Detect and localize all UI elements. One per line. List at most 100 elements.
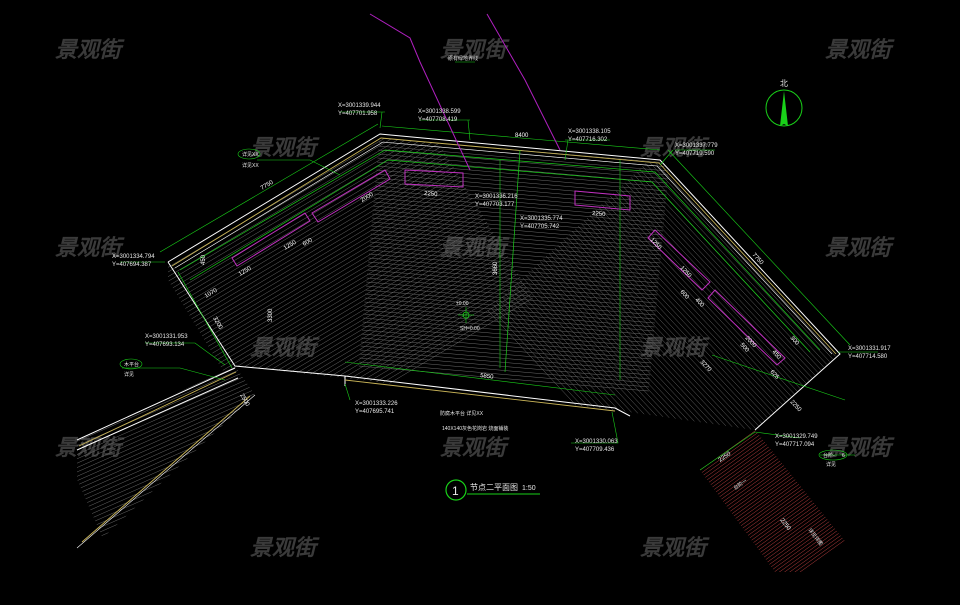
dim-right-lower-2: 2250	[789, 399, 803, 413]
title-text: 节点二平面图	[470, 483, 518, 492]
bottom-note: 详见详图	[806, 527, 824, 547]
watermark: 景观街	[55, 236, 125, 261]
tag-bottom: 详见	[124, 371, 134, 378]
bench-left-1	[231, 212, 311, 267]
dim-center-vertical: 3660	[493, 261, 499, 275]
watermark: 景观街	[55, 38, 125, 63]
coordinate-x: X=3001329.749	[775, 434, 818, 440]
coordinate-x: X=3001338.105	[568, 129, 611, 135]
dim-left-depth: 3300	[268, 308, 274, 322]
dim-top-bench-left: 2250	[424, 191, 438, 198]
center-mark: SH=0.00	[460, 326, 480, 332]
watermark: 景观街	[250, 136, 320, 161]
watermark: 景观街	[640, 336, 710, 361]
bench-right-1	[647, 229, 711, 291]
wood-note: 防腐木平台 详见XX	[440, 410, 484, 417]
coordinate-x: X=3001334.794	[112, 254, 155, 260]
coordinate-y: Y=407703.177	[475, 202, 515, 208]
callout-tag: 台阶- 详见 6	[818, 449, 848, 468]
coordinate-y: Y=407717.094	[775, 442, 815, 448]
dimension-lines	[159, 123, 851, 471]
dim-top-bench-right: 2250	[592, 211, 606, 218]
watermark: 景观街	[825, 38, 895, 63]
watermark: 景观街	[440, 38, 510, 63]
dim-small-3: 450	[771, 349, 783, 361]
coordinate-labels: X=3001339.944 Y=407701.958 X=3001338.599…	[112, 103, 891, 453]
coordinate-x: X=3001335.774	[520, 216, 563, 222]
dim-small-6: 300	[789, 335, 801, 347]
title-number: 1	[452, 484, 459, 498]
tag-number: 6	[842, 453, 845, 459]
coordinate-x: X=3001338.599	[418, 109, 461, 115]
watermark-layer: 景观街 景观街 景观街 景观街 景观街 景观街 景观街 景观街 景观街 景观街 …	[55, 38, 895, 561]
dim-small-1: 450	[201, 254, 207, 265]
watermark: 景观街	[640, 536, 710, 561]
coordinate-y: Y=407694.387	[112, 262, 152, 268]
coordinate-y: Y=407709.436	[575, 447, 615, 453]
watermark: 景观街	[440, 436, 510, 461]
coordinate-y: Y=407714.580	[848, 354, 888, 360]
title-block: 1 节点二平面图 1:50	[445, 479, 540, 501]
bench-top-right	[574, 190, 631, 211]
dim-left-span: 7750	[260, 179, 275, 191]
dim-left-bench-1: 1250	[238, 265, 253, 277]
coordinate-y: Y=407695.741	[355, 409, 395, 415]
dim-right-path-2: 500	[739, 342, 751, 354]
north-arrow-circle	[765, 89, 803, 127]
dim-left-offset-1: 600	[302, 237, 314, 248]
coordinate-x: X=3001333.226	[355, 401, 398, 407]
north-arrow-needle	[780, 91, 788, 126]
dim-right-stair: 2250	[718, 451, 733, 464]
dim-small-2: 600	[679, 289, 691, 301]
dim-left-bench-3: 2000	[360, 191, 375, 203]
elevation-marker: ±0.00 SH=0.00	[456, 301, 480, 332]
watermark: 景观街	[825, 436, 895, 461]
coordinate-y: Y=407701.958	[338, 111, 378, 117]
inner-seating-outline	[177, 149, 821, 373]
coordinate-y: Y=407705.742	[520, 224, 560, 230]
coordinate-y: Y=407708.419	[418, 117, 458, 123]
dim-right-lower: 3270	[699, 359, 713, 373]
watermark: 景观街	[250, 536, 320, 561]
coordinate-x: X=3001331.953	[145, 334, 188, 340]
edge-note: 140X140灰色花岗岩 烧面铺装	[442, 425, 508, 432]
bench-left-2	[311, 169, 391, 223]
dim-left-path: 2500	[238, 393, 250, 408]
tag-bottom: 详见	[826, 461, 836, 468]
north-arrow: 北	[765, 79, 803, 127]
title-scale: 1:50	[522, 485, 536, 492]
bench-right-2	[707, 289, 786, 366]
coordinate-x: X=3001331.917	[848, 346, 891, 352]
dim-right-path-1: 2250	[778, 518, 791, 533]
coordinate-y: Y=407716.302	[568, 137, 608, 143]
north-label: 北	[780, 79, 788, 88]
dim-small-4: 400	[694, 297, 706, 309]
tag-top: 详见XX	[242, 151, 259, 158]
top-note: 原有绿地界线	[448, 55, 478, 62]
tag-top: 台阶-	[823, 452, 835, 459]
dim-top-span: 8400	[515, 133, 529, 139]
dim-bottom-span: 5850	[480, 373, 495, 381]
watermark: 景观街	[640, 136, 710, 161]
title-circle	[445, 479, 467, 501]
dim-small-5: 625	[769, 369, 781, 381]
tag-bottom: 详见XX	[242, 162, 259, 169]
center-elevation: ±0.00	[456, 301, 469, 307]
tag-top: 木平台	[124, 361, 139, 368]
coordinate-y: Y=407693.134	[145, 342, 185, 348]
benches	[231, 169, 786, 366]
dim-left-bench-2: 1250	[283, 239, 298, 251]
coordinate-x: X=3001336.216	[475, 194, 518, 200]
callout-tag: 详见XX 详见XX	[237, 148, 261, 169]
watermark: 景观街	[825, 236, 895, 261]
coordinate-x: X=3001339.944	[338, 103, 381, 109]
leader-lines	[120, 61, 878, 456]
property-lines	[369, 13, 561, 171]
coordinate-y: Y=407719.590	[675, 151, 715, 157]
coordinate-x: X=3001330.063	[575, 439, 618, 445]
coordinate-x: X=3001337.779	[675, 143, 718, 149]
callout-tag: 木平台 详见	[119, 358, 143, 378]
bench-top-left	[404, 169, 464, 188]
